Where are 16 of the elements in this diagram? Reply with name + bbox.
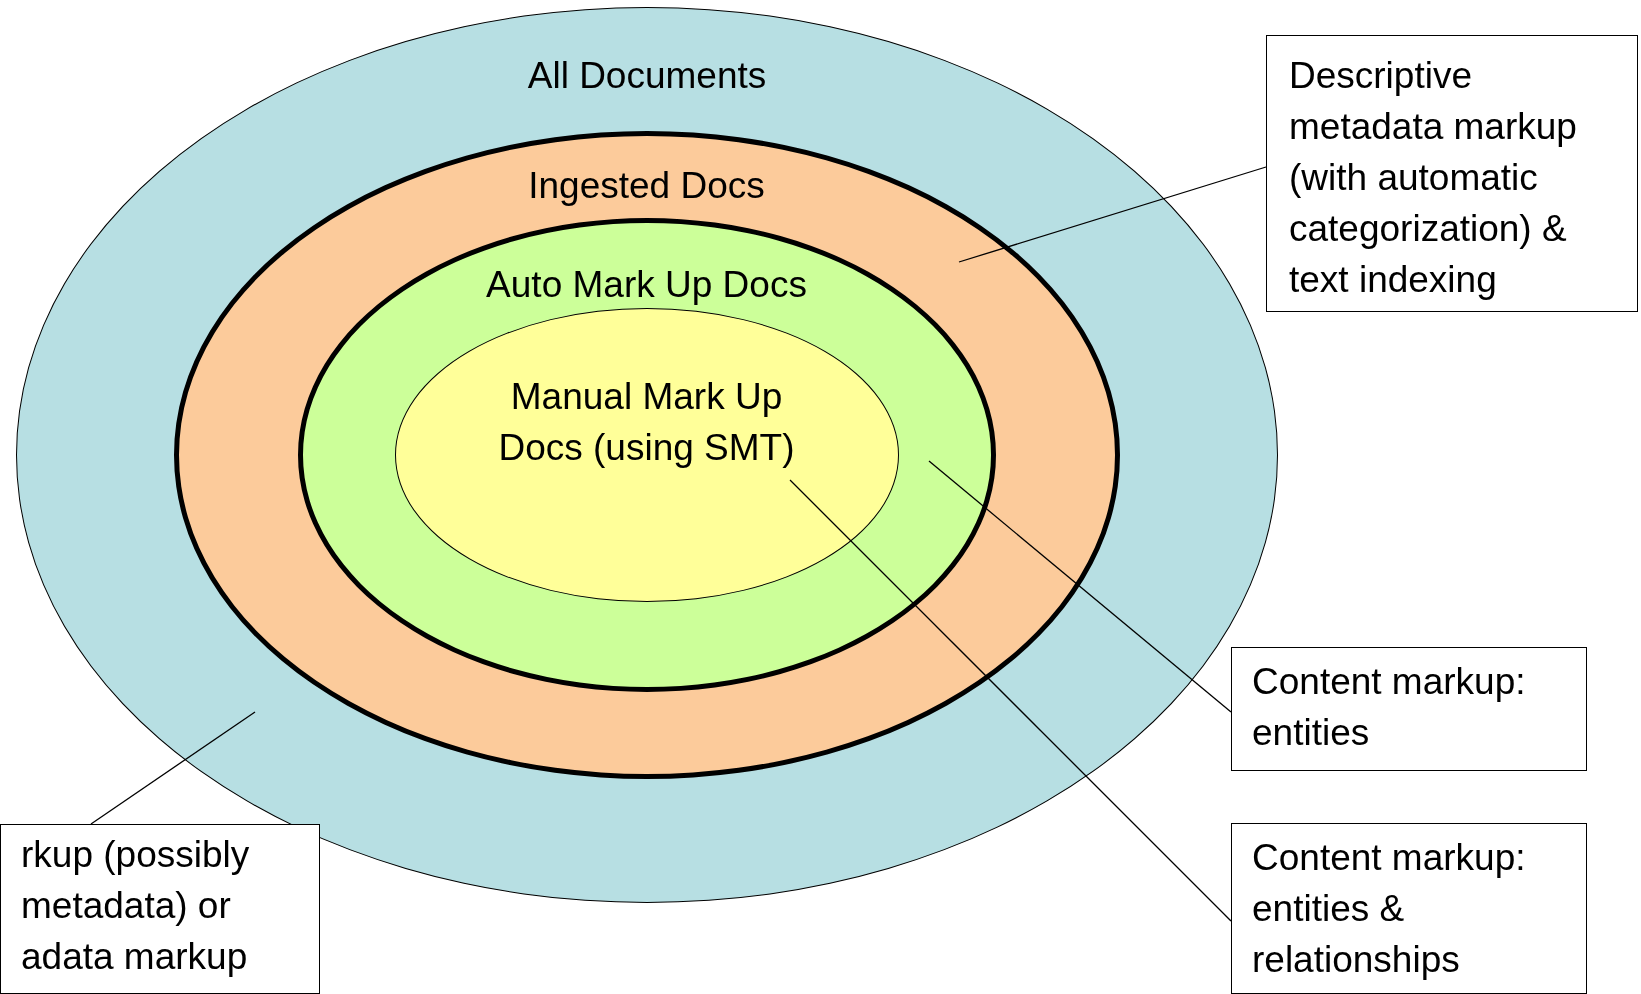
- region-label: Auto Mark Up Docs: [485, 262, 808, 307]
- leader-line: [789, 479, 1232, 922]
- region-label: Manual Mark Up Docs (using SMT): [497, 375, 796, 470]
- callout-box: [1231, 823, 1587, 994]
- region-label: All Documents: [526, 53, 768, 97]
- callout-text: Descriptive metadata markup (with automatic categorization) & text indexing: [1289, 54, 1578, 302]
- leader-line: [90, 711, 256, 825]
- callout-text: Content markup: entities & relationships: [1252, 836, 1527, 982]
- region-label: Ingested Docs: [527, 163, 766, 208]
- callout-text: rkup (possibly metadata) or adata markup: [21, 833, 251, 979]
- leader-line: [958, 166, 1267, 263]
- callout-box: [0, 824, 320, 994]
- callout-box: [1266, 35, 1638, 312]
- leader-line: [928, 460, 1232, 713]
- callout-text: Content markup: entities: [1252, 660, 1527, 755]
- callout-box: [1231, 647, 1587, 771]
